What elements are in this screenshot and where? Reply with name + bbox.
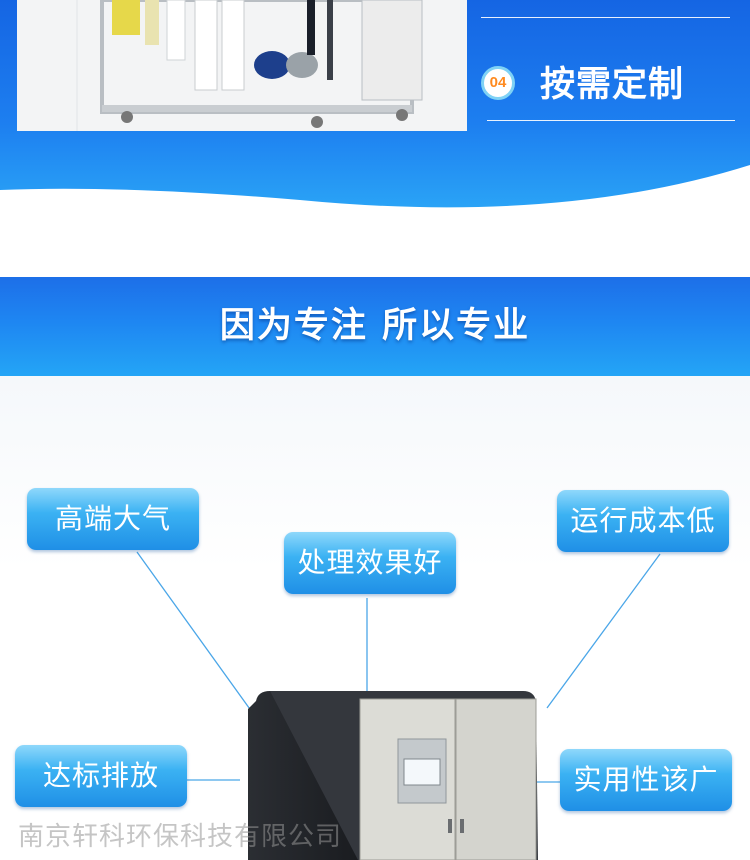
feature-tag-treatment: 处理效果好	[284, 532, 456, 594]
treatment-cabinet-image	[248, 691, 538, 860]
slogan-banner: 因为专注 所以专业	[0, 277, 750, 376]
feature-section: 高端大气 处理效果好 运行成本低 达标排放 实用性该广 南京轩科环保科技有限公司	[0, 376, 750, 860]
feature-tag-low-cost: 运行成本低	[557, 490, 729, 552]
feature-tag-compliance: 达标排放	[15, 745, 187, 807]
equipment-photo	[17, 0, 467, 131]
top-blue-band: 04 按需定制	[0, 0, 750, 215]
connector-lines	[136, 551, 661, 783]
feature-title: 按需定制	[540, 65, 685, 105]
connector-line-3	[546, 553, 661, 709]
feature-divider-top	[481, 17, 730, 18]
feature-tag-practical: 实用性该广	[560, 749, 732, 811]
connector-line-1	[136, 551, 253, 713]
company-watermark: 南京轩科环保科技有限公司	[18, 822, 343, 852]
slogan-text: 因为专注 所以专业	[219, 306, 531, 346]
feature-tag-premium: 高端大气	[27, 488, 199, 550]
feature-number-badge: 04	[481, 66, 515, 100]
equipment-photo-illustration	[17, 0, 467, 131]
feature-divider-bottom	[487, 120, 735, 121]
